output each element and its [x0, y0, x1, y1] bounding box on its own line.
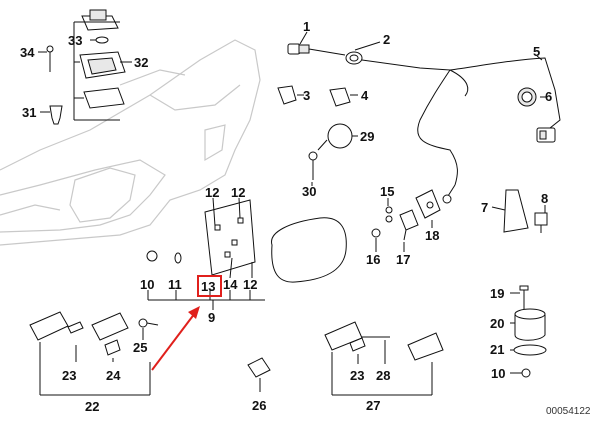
- callout-8: 8: [541, 191, 548, 206]
- diagram-reference-code: 00054122: [546, 406, 591, 417]
- highlight-arrow: [151, 306, 200, 371]
- callout-24: 24: [106, 368, 121, 383]
- callout-17: 17: [396, 252, 410, 267]
- callout-16: 16: [366, 252, 380, 267]
- part-9-leader-lines: [147, 197, 265, 310]
- callout-labels: 1 2 3 4 5 6 7 8 9 10 10 11 12 12 12 13 1…: [20, 19, 552, 414]
- callout-10-lower: 10: [491, 366, 505, 381]
- callout-12-a: 12: [205, 185, 219, 200]
- callout-32: 32: [134, 55, 148, 70]
- part-9-mirror-glass-plate: [204, 199, 256, 276]
- callout-leaders: [38, 31, 546, 374]
- callout-15: 15: [380, 184, 394, 199]
- part-30-screw: [308, 151, 318, 180]
- part-6-cap: [517, 87, 537, 107]
- callout-4: 4: [361, 88, 369, 103]
- part-16-screw: [371, 228, 381, 238]
- callout-12-c: 12: [243, 277, 257, 292]
- callout-27: 27: [366, 398, 380, 413]
- part-11-washer: [174, 252, 182, 264]
- callout-22: 22: [85, 399, 99, 414]
- callout-18: 18: [425, 228, 439, 243]
- part-5-wiring-harness: [417, 57, 561, 204]
- callout-28: 28: [376, 368, 390, 383]
- callout-6: 6: [545, 89, 552, 104]
- part-29-round-glass: [317, 123, 353, 151]
- callout-13: 13: [201, 279, 215, 294]
- part-4-clip: [329, 87, 351, 107]
- part-8-bolt: [534, 212, 548, 233]
- vehicle-body-outline: [0, 39, 261, 246]
- part-10-nut: [146, 250, 158, 262]
- callout-2: 2: [383, 32, 390, 47]
- callout-31: 31: [22, 105, 36, 120]
- part-26-bracket: [247, 357, 271, 392]
- part-25-screw: [138, 318, 159, 328]
- callout-34: 34: [20, 45, 35, 60]
- part-10-lower-nut: [521, 368, 531, 378]
- part-1-connector: [287, 43, 346, 56]
- callout-21: 21: [490, 342, 504, 357]
- callout-14: 14: [223, 277, 238, 292]
- part-15-washer: [385, 206, 393, 223]
- callout-29: 29: [360, 129, 374, 144]
- callout-25: 25: [133, 340, 147, 355]
- part-17-socket: [399, 209, 419, 241]
- highlight-13-box: [197, 275, 222, 297]
- callout-20: 20: [490, 316, 504, 331]
- callout-33: 33: [68, 33, 82, 48]
- callout-19: 19: [490, 286, 504, 301]
- callout-9: 9: [208, 310, 215, 325]
- part-18-plate: [415, 189, 441, 219]
- callout-23-left: 23: [62, 368, 76, 383]
- callout-5: 5: [533, 44, 540, 59]
- callout-23-right: 23: [350, 368, 364, 383]
- part-22-light-assembly: [29, 311, 151, 396]
- part-34-rod: [46, 45, 54, 72]
- part-20-motor: [514, 308, 546, 341]
- callout-30: 30: [302, 184, 316, 199]
- part-19-bolt: [519, 285, 529, 310]
- part-7-triangle-cover: [503, 189, 529, 233]
- part-31-clip: [49, 105, 63, 125]
- callout-1: 1: [303, 19, 310, 34]
- callout-26: 26: [252, 398, 266, 413]
- part-32-bracket-assembly: [73, 9, 126, 121]
- part-33-grommet: [95, 36, 109, 44]
- callout-3: 3: [303, 88, 310, 103]
- part-21-ring: [513, 344, 547, 356]
- part-mirror-housing: [271, 217, 347, 283]
- callout-11: 11: [168, 277, 182, 292]
- callout-12-b: 12: [231, 185, 245, 200]
- callout-7: 7: [481, 200, 488, 215]
- callout-10-upper: 10: [140, 277, 154, 292]
- part-2-cable: [345, 51, 451, 71]
- part-27-light-assembly: [324, 321, 444, 396]
- part-3-clip: [277, 85, 297, 105]
